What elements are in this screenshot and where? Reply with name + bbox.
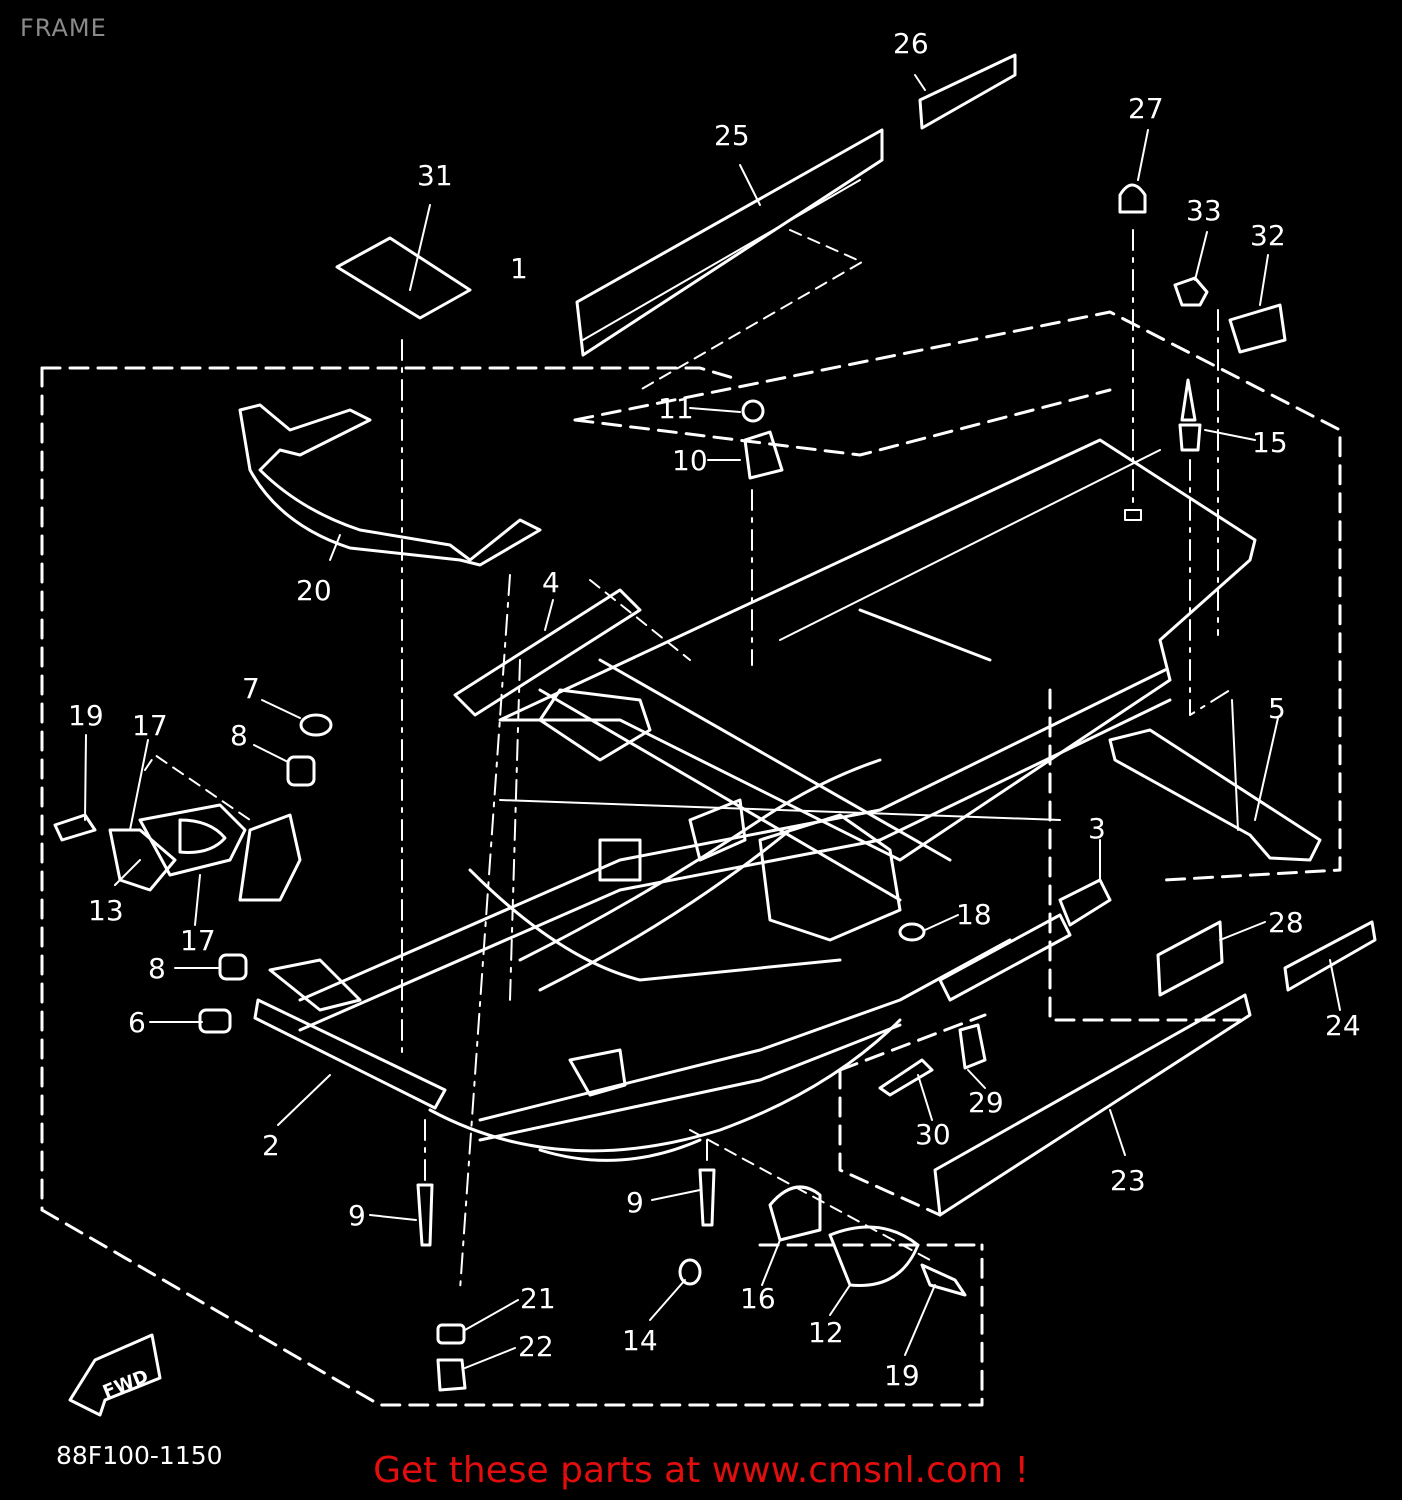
- main-frame-right-rail: [478, 938, 1012, 1122]
- main-frame-left-rail: [298, 668, 1167, 1002]
- chassis-top-plate: [498, 438, 1257, 862]
- engine-mount: [758, 813, 902, 942]
- callout-25: 25: [714, 119, 750, 152]
- part-13-mount: [138, 803, 247, 877]
- part-17-mount: [108, 828, 177, 892]
- callout-32: 32: [1250, 219, 1286, 252]
- callout-19-left: 19: [68, 699, 104, 732]
- assembly-boundary: [40, 310, 1342, 1407]
- part-4-bracket: [453, 588, 642, 717]
- part-32-bracket: [1228, 303, 1287, 354]
- fwd-label: FWD: [100, 1366, 152, 1403]
- callout-30: 30: [915, 1118, 951, 1151]
- part-20-grab-bar: [238, 403, 542, 567]
- callout-8-lower: 8: [148, 952, 166, 985]
- part-15-pin: [1178, 378, 1202, 452]
- callout-20: 20: [296, 574, 332, 607]
- callout-12: 12: [808, 1316, 844, 1349]
- part-8-collar-upper: [286, 755, 316, 787]
- part-19-bolt-right: [920, 1263, 967, 1297]
- part-10-clip: [743, 430, 784, 480]
- part-19-bolt-left: [53, 813, 97, 842]
- part-29-clip: [958, 1023, 987, 1070]
- callout-27: 27: [1128, 92, 1164, 125]
- callout-10: 10: [672, 444, 708, 477]
- callout-1: 1: [510, 252, 528, 285]
- part-12-mount: [828, 1225, 920, 1287]
- callout-18: 18: [956, 898, 992, 931]
- part-9-bolt-right: [698, 1168, 716, 1227]
- part-24-strip: [1283, 920, 1377, 992]
- fwd-arrow: [68, 1333, 162, 1417]
- part-33-nut: [1173, 276, 1209, 307]
- page-title: FRAME: [20, 14, 107, 42]
- callout-13: 13: [88, 894, 124, 927]
- callout-21: 21: [520, 1282, 556, 1315]
- callout-9-left: 9: [348, 1199, 366, 1232]
- part-22-nut: [436, 1358, 467, 1392]
- cmsnl-parts-link[interactable]: Get these parts at www.cmsnl.com !: [373, 1450, 1029, 1491]
- callout-17-upper: 17: [132, 709, 168, 742]
- part-11-nut: [741, 399, 765, 423]
- callout-19-right: 19: [884, 1359, 920, 1392]
- part-2-bracket: [253, 998, 447, 1110]
- part-7-bushing: [299, 713, 333, 737]
- part-26-strip: [918, 53, 1017, 130]
- callout-9-right: 9: [626, 1186, 644, 1219]
- callout-4: 4: [542, 566, 560, 599]
- part-28-plate: [1156, 920, 1224, 997]
- part-27-cap: [1118, 183, 1147, 214]
- callout-5: 5: [1268, 692, 1286, 725]
- drawing-code: 88F100-1150: [56, 1441, 223, 1470]
- callout-33: 33: [1186, 194, 1222, 227]
- part-25-trim: [575, 128, 884, 357]
- part-16-mount: [768, 1185, 822, 1242]
- callout-6: 6: [128, 1006, 146, 1039]
- callout-16: 16: [740, 1282, 776, 1315]
- callout-23: 23: [1110, 1164, 1146, 1197]
- part-5-bracket: [1108, 728, 1322, 862]
- part-8-collar-lower: [218, 953, 248, 981]
- part-18-grommet: [898, 922, 926, 942]
- part-3-bracket: [1058, 878, 1112, 927]
- part-9-bolt-left: [416, 1183, 434, 1247]
- callout-31: 31: [417, 159, 453, 192]
- part-23-strip: [933, 993, 1252, 1217]
- part-21-washer: [436, 1323, 466, 1345]
- callout-7: 7: [242, 672, 260, 705]
- callout-26: 26: [893, 27, 929, 60]
- part-31-plate: [335, 236, 472, 320]
- callout-22: 22: [518, 1330, 554, 1363]
- callout-28: 28: [1268, 906, 1304, 939]
- callout-8-upper: 8: [230, 719, 248, 752]
- callout-2: 2: [262, 1129, 280, 1162]
- part-6-bushing: [198, 1008, 232, 1034]
- callout-14: 14: [622, 1324, 658, 1357]
- part-30-bolt: [878, 1058, 934, 1097]
- part-14-nut: [678, 1258, 702, 1286]
- callout-24: 24: [1325, 1009, 1361, 1042]
- callout-15: 15: [1252, 426, 1288, 459]
- callout-11: 11: [658, 392, 694, 425]
- callout-29: 29: [968, 1086, 1004, 1119]
- callout-17-lower: 17: [180, 924, 216, 957]
- callout-3: 3: [1088, 812, 1106, 845]
